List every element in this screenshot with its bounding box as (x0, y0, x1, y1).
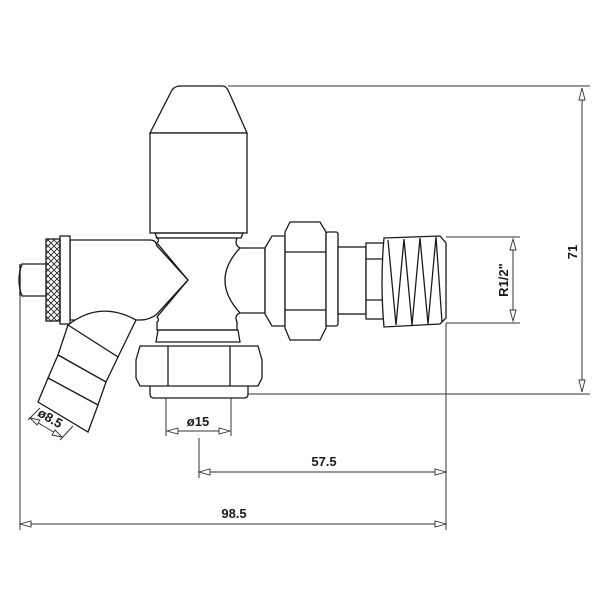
valve-cap (148, 85, 248, 239)
valve-body (69, 237, 266, 331)
dimension-pipe-diameter: ø15 (165, 414, 232, 435)
bottom-nut (135, 329, 263, 399)
drain-spout (37, 310, 137, 433)
thread-size-label: R1/2" (496, 263, 511, 297)
threaded-tail (365, 235, 447, 328)
dimension-overall-width: 98.5 (18, 506, 448, 528)
height-label: 71 (565, 245, 580, 259)
extension-lines (19, 85, 590, 530)
dimension-center-to-end: 57.5 (197, 454, 448, 476)
overall-width-label: 98.5 (221, 506, 246, 521)
pipe-diameter-label: ø15 (187, 414, 209, 429)
center-to-end-label: 57.5 (311, 454, 336, 469)
drain-knurled-cap (18, 235, 71, 325)
dimension-height: 71 (565, 87, 586, 393)
union-nut (264, 221, 367, 341)
dimension-thread: R1/2" (496, 237, 517, 323)
